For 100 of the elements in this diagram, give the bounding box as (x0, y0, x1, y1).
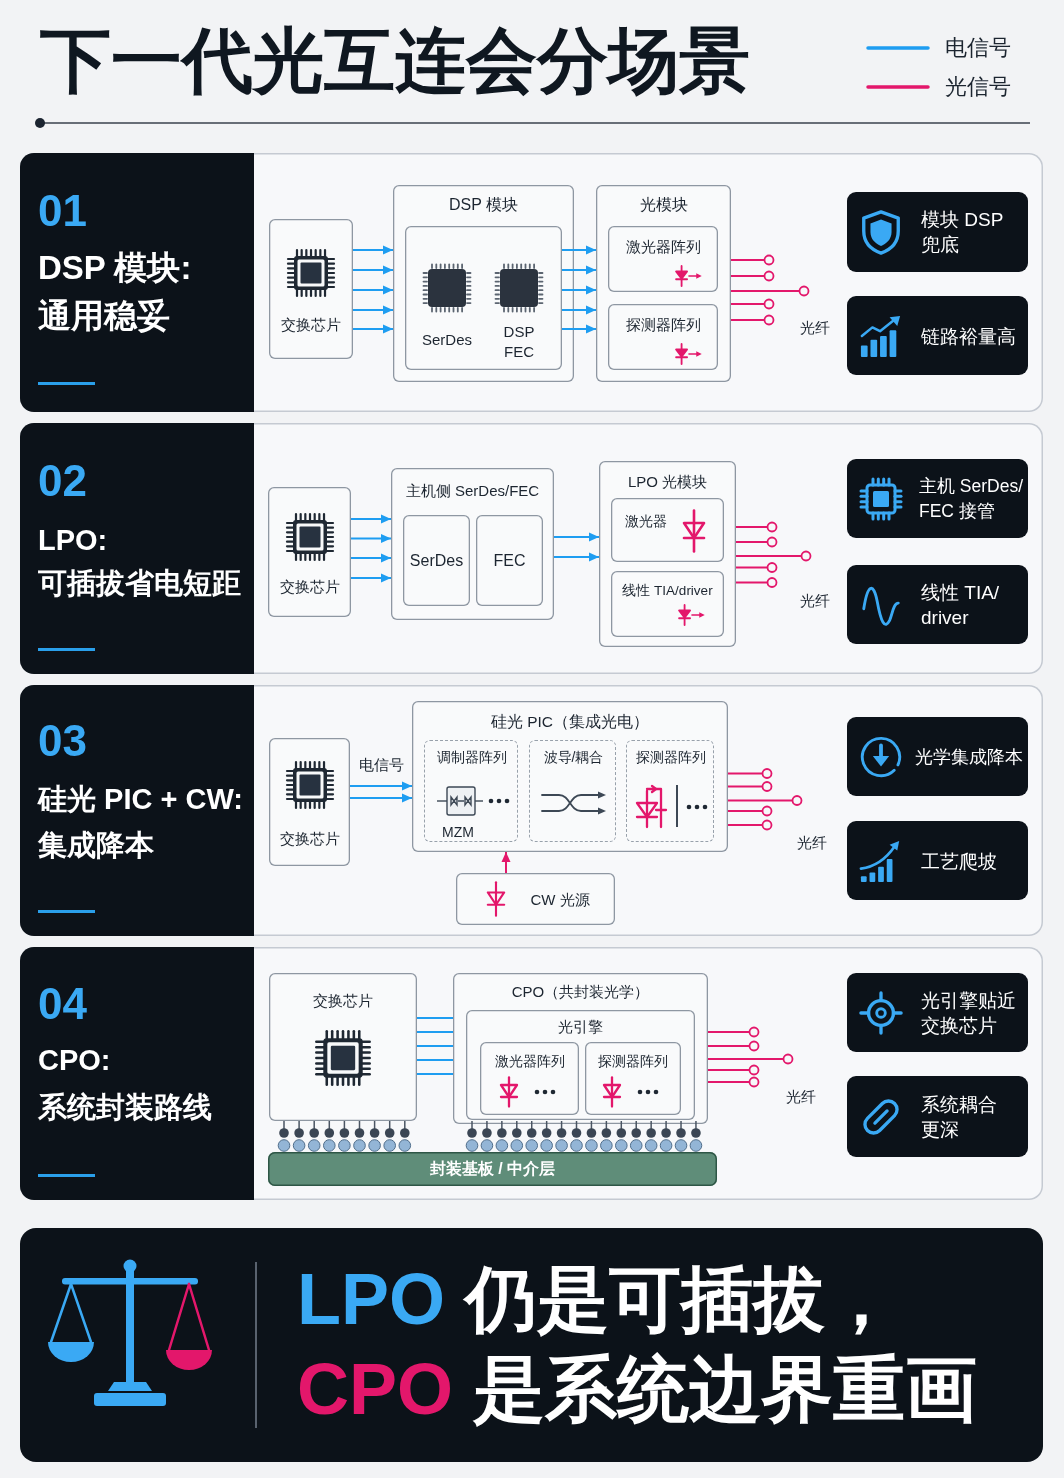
component-label: 探测器阵列 (598, 1053, 668, 1071)
chip-box (269, 738, 350, 866)
box-title: 波导/耦合 (543, 749, 604, 767)
feature-text: 链路裕量高 (921, 324, 1016, 348)
arrow (501, 851, 511, 874)
scenario-panel (20, 685, 1043, 936)
feature-card (847, 565, 1028, 644)
function-block (626, 740, 714, 842)
arrow (561, 285, 597, 295)
chip-box (268, 487, 351, 617)
component-label: 激光器阵列 (494, 1053, 565, 1071)
array-box (585, 1042, 681, 1115)
chip-box (269, 219, 353, 359)
box-title: 硅光 PIC（集成光电） (490, 712, 650, 732)
arrow (352, 265, 394, 275)
arrow (350, 534, 392, 543)
module-box (393, 185, 574, 382)
fiber-line (727, 781, 773, 792)
page-title: 下一代光互连会分场景 (40, 24, 750, 96)
module-box (599, 461, 736, 647)
fiber-line (730, 298, 775, 310)
block-box (403, 515, 470, 606)
feature-card (847, 296, 1028, 375)
fiber-line (727, 768, 773, 779)
scenario-panel (20, 153, 1043, 412)
scenario-number: 04 (38, 977, 87, 1030)
function-block (424, 740, 518, 842)
feature-text: 光学集成降本 (915, 745, 1023, 768)
fiber-line (735, 550, 812, 562)
arrow (350, 553, 392, 563)
arrow (350, 514, 392, 524)
block-box (476, 515, 543, 606)
fiber-line (727, 795, 803, 806)
feature-card (847, 459, 1028, 538)
fiber-line (730, 270, 775, 282)
feature-text: 光引擎贴近交换芯片 (921, 988, 1017, 1038)
component-label: DSP FEC (502, 322, 536, 362)
array-box (611, 498, 724, 562)
connector-line (416, 1017, 454, 1019)
arrow (352, 324, 394, 334)
fiber-line (735, 577, 778, 588)
component-label: 探测器阵列 (625, 315, 701, 335)
fiber-line (707, 1026, 760, 1038)
connector-line (416, 1045, 454, 1047)
component-label: FEC (493, 550, 526, 571)
box-title: 光模块 (639, 195, 688, 215)
scenario-number: 02 (38, 454, 87, 507)
scenario-panel (20, 947, 1043, 1200)
fiber-line (730, 314, 775, 326)
box-title: 主机侧 SerDes/FEC (405, 481, 540, 501)
component-label: MZM (442, 824, 474, 842)
connector-line (416, 1073, 454, 1075)
fiber-line (707, 1053, 794, 1065)
feature-card (847, 717, 1028, 796)
component-label: 激光器阵列 (625, 237, 701, 257)
module-box (596, 185, 731, 382)
fiber-label: 光纤 (800, 318, 830, 338)
arrow (561, 324, 597, 334)
feature-text: 工艺爬坡 (921, 849, 997, 873)
feature-card (847, 1076, 1028, 1157)
feature-card (847, 973, 1028, 1052)
arrow (561, 245, 597, 255)
arrow (352, 245, 394, 255)
pic-box (412, 701, 728, 852)
component-label: 交换芯片 (281, 315, 341, 335)
arrow (561, 265, 597, 275)
module-box (391, 468, 554, 620)
component-label: 交换芯片 (313, 991, 373, 1011)
box-title: DSP 模块 (448, 195, 519, 215)
band-label: 封装基板 / 中介层 (429, 1159, 556, 1179)
array-box (608, 226, 718, 292)
scenario-panel (20, 423, 1043, 674)
fiber-line (730, 285, 810, 297)
conclusion-text: CPO 是系统边界重画 (297, 1352, 978, 1428)
arrow (553, 552, 600, 562)
feature-card (847, 821, 1028, 900)
box-title: 调制器阵列 (437, 749, 507, 767)
chip-box (269, 973, 417, 1121)
box-title: CPO（共封装光学） (511, 982, 650, 1002)
fiber-label: 光纤 (797, 833, 827, 853)
legend-label: 光信号 (945, 73, 1011, 101)
scenario-title: DSP 模块:通用稳妥 (38, 248, 193, 336)
component-label: 交换芯片 (279, 829, 340, 849)
feature-text: 主机 SerDes/FEC 接管 (919, 474, 1025, 523)
component-label: SerDes (409, 550, 464, 571)
arrow (352, 305, 394, 315)
component-label: SerDes (422, 330, 472, 350)
scenario-title: CPO:系统封装路线 (38, 1042, 213, 1125)
fiber-line (727, 805, 773, 817)
component-label: 激光器 (625, 513, 667, 531)
arrow (352, 285, 394, 295)
fiber-line (707, 1040, 760, 1052)
arrow (553, 532, 600, 542)
scenario-number: 01 (38, 184, 87, 237)
arrow (561, 305, 597, 315)
component-label: 线性 TIA/driver (622, 582, 713, 600)
fiber-line (735, 562, 778, 573)
scenario-number: 03 (38, 714, 87, 767)
scenario-title: 硅光 PIC + CW:集成降本 (38, 782, 244, 863)
component-label: CW 光源 (530, 890, 590, 910)
